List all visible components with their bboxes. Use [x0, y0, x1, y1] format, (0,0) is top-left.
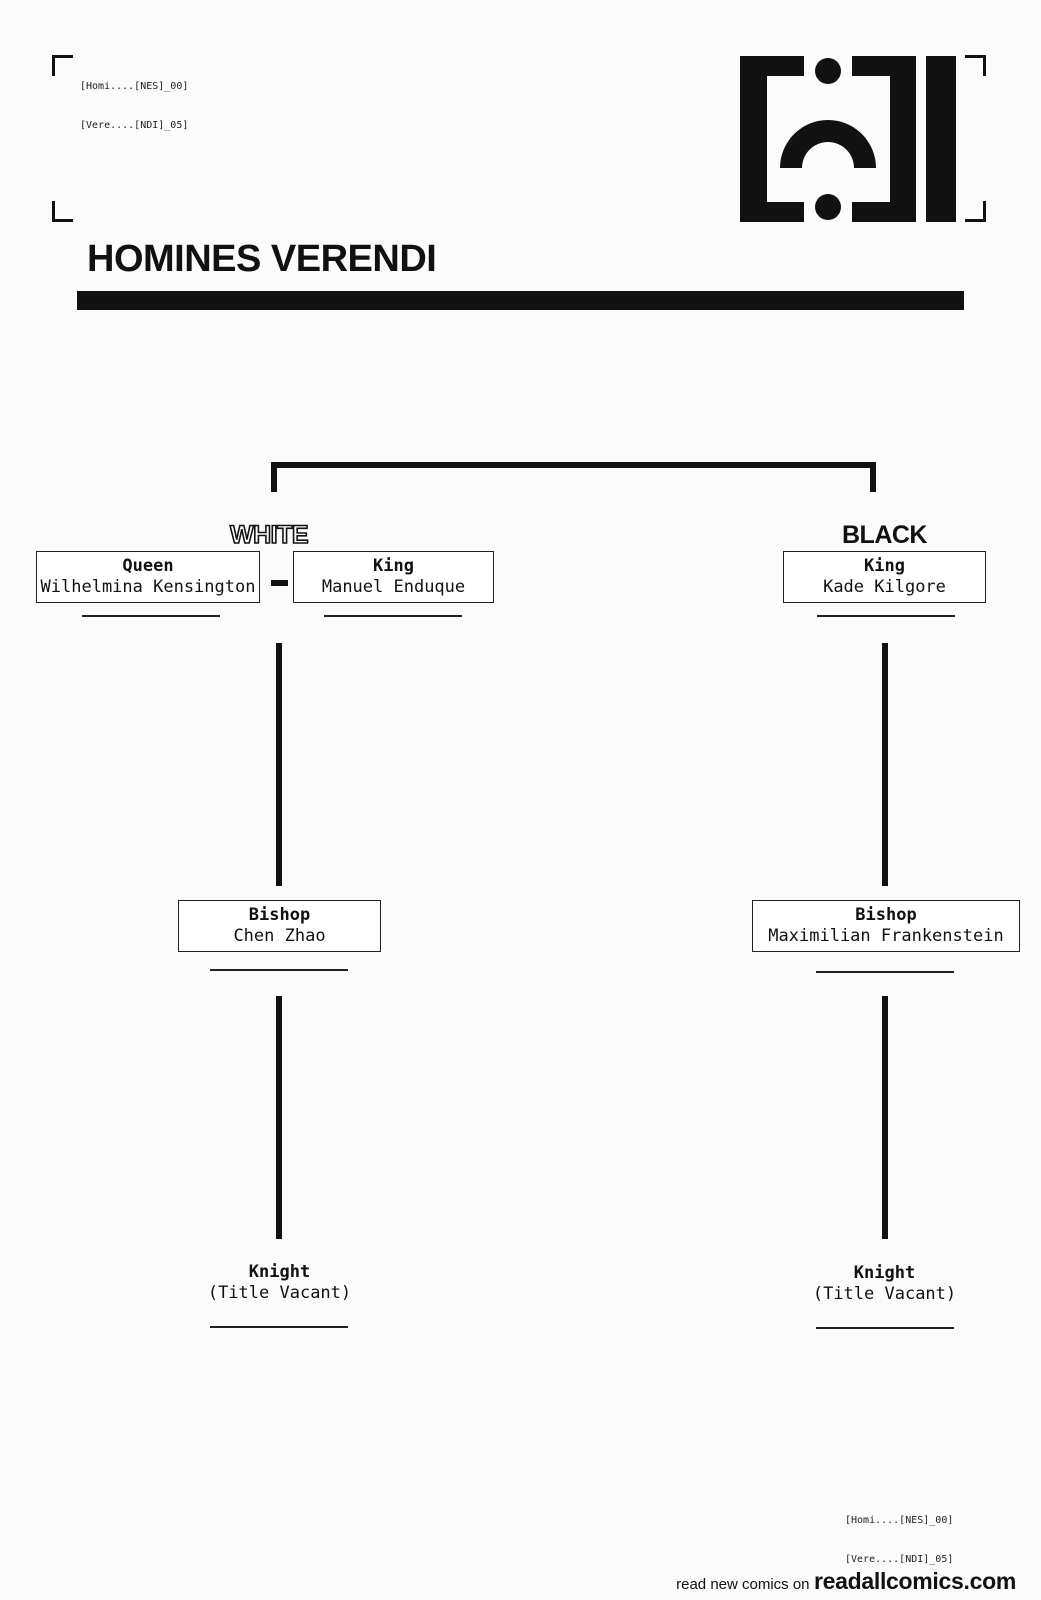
underline-white-king: [324, 615, 462, 617]
queen-king-link: [271, 580, 288, 586]
hellfire-logo-icon: [740, 56, 956, 222]
member-name: Maximilian Frankenstein: [768, 926, 1004, 946]
connector-top-right-drop: [870, 462, 876, 492]
corner-bracket-top-right: [965, 55, 986, 76]
underline-white-queen: [82, 615, 220, 617]
black-king-box: King Kade Kilgore: [783, 551, 986, 603]
side-label-black: BLACK: [842, 521, 928, 549]
code-line: [Homi....[NES]_00]: [80, 81, 189, 92]
footer-site-link[interactable]: readallcomics.com: [813, 1568, 1016, 1594]
underline-black-bishop: [816, 971, 954, 973]
underline-white-bishop: [210, 969, 348, 971]
code-line: [Vere....[NDI]_05]: [845, 1554, 954, 1565]
role-label: King: [864, 556, 905, 576]
footer-watermark: read new comics on readallcomics.com: [676, 1568, 1016, 1595]
connector-top-horizontal: [271, 462, 876, 468]
connector-black-king-bishop: [882, 643, 888, 886]
underline-black-king: [817, 615, 955, 617]
white-queen-box: Queen Wilhelmina Kensington: [36, 551, 260, 603]
black-bishop-box: Bishop Maximilian Frankenstein: [752, 900, 1020, 952]
member-name: Wilhelmina Kensington: [40, 577, 256, 597]
page-title: HOMINES VERENDI: [87, 238, 437, 280]
member-name: (Title Vacant): [207, 1283, 352, 1303]
corner-bracket-bottom-right: [965, 201, 986, 222]
connector-top-left-drop: [271, 462, 277, 492]
underline-white-knight: [210, 1326, 348, 1328]
white-knight-entry: Knight (Title Vacant): [178, 1262, 381, 1304]
role-label: Knight: [853, 1263, 916, 1283]
member-name: (Title Vacant): [812, 1284, 957, 1304]
white-bishop-box: Bishop Chen Zhao: [178, 900, 381, 952]
connector-white-bishop-knight: [276, 996, 282, 1239]
code-line: [Homi....[NES]_00]: [845, 1515, 954, 1526]
code-block-top: [Homi....[NES]_00] [Vere....[NDI]_05]: [80, 54, 188, 145]
member-name: Manuel Enduque: [321, 577, 466, 597]
code-line: [Vere....[NDI]_05]: [80, 120, 189, 131]
role-label: Bishop: [855, 905, 917, 925]
role-label: King: [373, 556, 414, 576]
white-king-box: King Manuel Enduque: [293, 551, 494, 603]
connector-black-bishop-knight: [882, 996, 888, 1239]
corner-bracket-bottom-left: [52, 201, 73, 222]
role-label: Queen: [122, 556, 174, 576]
connector-white-king-bishop: [276, 643, 282, 886]
footer-prefix: read new comics on: [676, 1576, 810, 1593]
corner-bracket-top-left: [52, 55, 73, 76]
member-name: Chen Zhao: [233, 926, 326, 946]
role-label: Bishop: [248, 905, 311, 925]
black-knight-entry: Knight (Title Vacant): [783, 1263, 986, 1305]
code-block-bottom: [Homi....[NES]_00] [Vere....[NDI]_05]: [845, 1488, 953, 1579]
role-label: Knight: [248, 1262, 311, 1282]
underline-black-knight: [816, 1327, 954, 1329]
title-rule: [77, 291, 964, 310]
member-name: Kade Kilgore: [823, 577, 946, 597]
side-label-white: WHITE: [229, 520, 309, 550]
